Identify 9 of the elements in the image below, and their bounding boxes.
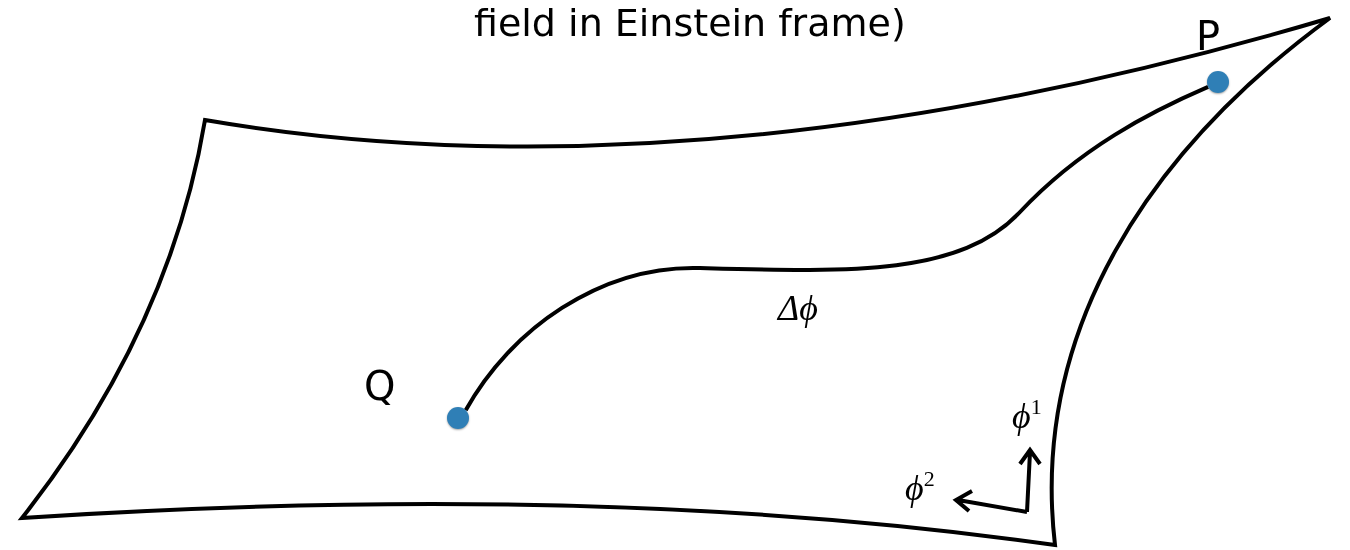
point-dot — [447, 407, 469, 429]
axis-label: ϕ$^{2}$ — [905, 470, 935, 506]
point-dot — [1207, 71, 1229, 93]
point-label: P — [1196, 16, 1221, 56]
curve-line — [464, 85, 1209, 412]
point-label: Q — [364, 366, 396, 406]
heading-text: field in Einstein frame) — [474, 4, 906, 42]
edge-label: Δϕ — [778, 290, 818, 326]
axis-label: ϕ$^{1}$ — [1012, 398, 1042, 434]
